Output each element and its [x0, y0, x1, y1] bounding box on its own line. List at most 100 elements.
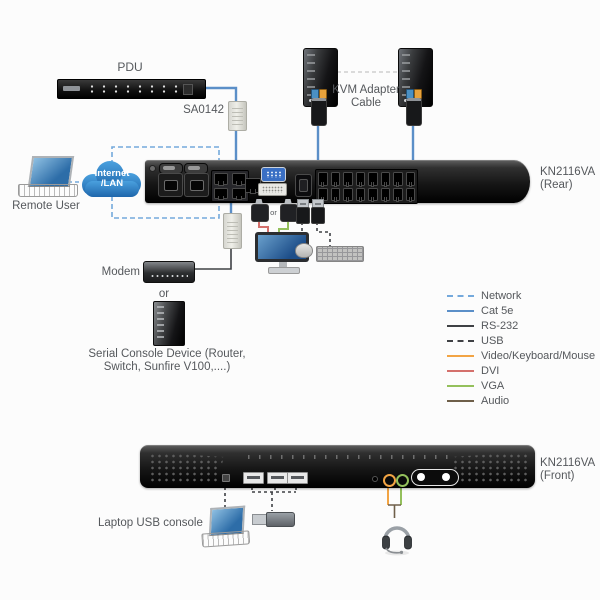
- rj45-port: [343, 172, 353, 186]
- internet-cloud-icon: [76, 160, 148, 207]
- remote-user-laptop-icon: [18, 156, 78, 198]
- legend-line-swatch: [447, 339, 474, 342]
- rj45-port: [355, 172, 365, 186]
- legend-item: VGA: [447, 379, 597, 392]
- front-usb-port-1: [243, 472, 264, 484]
- mic-jack: [383, 474, 396, 487]
- rear-unit-label: KN2116VA (Rear): [540, 166, 596, 191]
- rs232-wire-modem: [193, 246, 232, 270]
- pdu-breaker: [183, 84, 193, 95]
- mouse-icon: [295, 243, 313, 258]
- rj45-port: [214, 187, 228, 200]
- pdu-label: PDU: [117, 60, 143, 74]
- legend-line-swatch: [447, 294, 474, 297]
- led-row: [248, 455, 448, 459]
- headphone-jack: [396, 474, 409, 487]
- pdu-device-icon: [57, 79, 206, 99]
- laptop-usb-console-label: Laptop USB console: [98, 517, 203, 529]
- front-panel: [140, 445, 535, 488]
- serial-console-device-label: Serial Console Device (Router, Switch, S…: [88, 348, 246, 373]
- power-inlet-2: [184, 173, 209, 197]
- legend-line-swatch: [447, 384, 474, 387]
- dvi-plug-icon: [251, 199, 269, 222]
- rj45-port: [380, 187, 390, 202]
- pdu-outlets: [86, 84, 184, 94]
- vent-left: [148, 452, 224, 483]
- rj45-port: [368, 187, 378, 202]
- network-wire-cloud-lan1: [111, 146, 220, 165]
- power-button: [417, 472, 425, 481]
- legend-item: Audio: [447, 394, 597, 407]
- vga-port: [261, 167, 286, 182]
- legend-item: Network: [447, 289, 597, 302]
- rj45-port: [330, 187, 340, 202]
- legend-label: DVI: [481, 364, 500, 377]
- or-label-modem: or: [158, 288, 170, 300]
- legend-line-swatch: [447, 399, 474, 402]
- vent-right: [451, 452, 527, 483]
- serial-adapter-connector-icon: [223, 213, 242, 249]
- usb-plug-mouse-icon: [296, 199, 310, 224]
- legend-label: VGA: [481, 379, 505, 392]
- screw-icon: [149, 165, 156, 172]
- pdu-logo: [63, 86, 80, 91]
- rj45-port: [330, 172, 340, 186]
- usb-wire-flash-drive: [251, 487, 297, 511]
- usb-console-port: [295, 174, 312, 197]
- legend-label: USB: [481, 334, 504, 347]
- rj45-port: [368, 172, 378, 186]
- remote-user-label: Remote User: [12, 200, 80, 212]
- headset-icon: [380, 517, 414, 562]
- rj45-port: [232, 173, 246, 185]
- rj45-port: [214, 173, 228, 185]
- legend-label: Audio: [481, 394, 510, 407]
- legend-label: RS-232: [481, 319, 519, 332]
- cat5e-wire-pdu: [203, 86, 238, 161]
- keyboard-icon: [316, 246, 364, 262]
- vga-plug-icon: [280, 199, 298, 222]
- rj45-port: [380, 172, 390, 186]
- mic-hole: [372, 476, 378, 482]
- legend-item: USB: [447, 334, 597, 347]
- legend-label: Video/Keyboard/Mouse: [481, 349, 596, 362]
- legend-item: Cat 5e: [447, 304, 597, 317]
- rj45-port: [393, 172, 403, 186]
- kvm-adapter-2-icon: [405, 89, 422, 126]
- cloud-label: Internet /LAN: [94, 168, 130, 189]
- front-usb-port-2: [267, 472, 288, 484]
- rj45-port: [343, 187, 353, 202]
- kvm-adapter-1-icon: [310, 89, 327, 126]
- legend-line-swatch: [447, 354, 474, 357]
- usb-flash-drive-icon: [252, 512, 295, 527]
- power-button-group: [411, 469, 459, 486]
- reset-button: [222, 474, 230, 482]
- usb-plug-keyboard-icon: [311, 199, 325, 224]
- sa0142-label: SA0142: [183, 104, 224, 116]
- rear-port-bank: [315, 169, 418, 204]
- modem-label: Modem: [101, 266, 140, 278]
- rj45-port: [405, 172, 415, 186]
- station-button: [442, 472, 450, 481]
- network-wire-cloud-lan2: [111, 196, 220, 219]
- front-usb-port-3: [287, 472, 308, 484]
- sa0142-connector-icon: [228, 101, 247, 131]
- audio-wire-stem: [388, 504, 401, 518]
- serial-console-device-icon: [153, 301, 185, 346]
- rj45-port: [355, 187, 365, 202]
- power-inlet-1: [158, 173, 183, 197]
- dvi-wire-monitor: [258, 221, 269, 234]
- legend-item: RS-232: [447, 319, 597, 332]
- legend-line-swatch: [447, 324, 474, 327]
- legend-label: Network: [481, 289, 522, 302]
- rj45-port: [393, 187, 403, 202]
- or-label-console: or: [270, 208, 277, 217]
- front-unit-label: KN2116VA (Front): [540, 457, 596, 482]
- legend-line-swatch: [447, 369, 474, 372]
- legend-item: Video/Keyboard/Mouse: [447, 349, 597, 362]
- lan-port-group: [211, 170, 249, 202]
- rear-panel: [145, 160, 530, 204]
- rj45-port: [318, 172, 328, 186]
- rj45-port: [232, 187, 246, 200]
